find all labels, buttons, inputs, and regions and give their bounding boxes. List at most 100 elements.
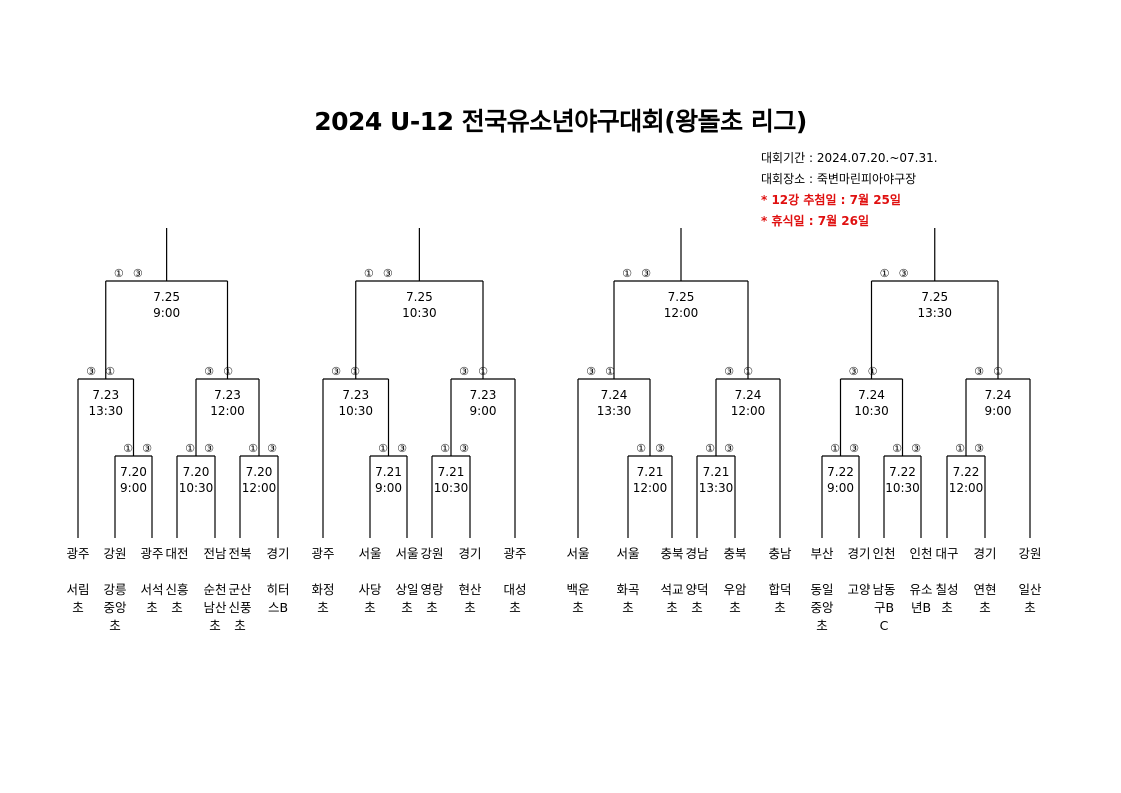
semifinal-match-date: 7.24: [735, 388, 762, 402]
first-round-match-marker-right: ③: [459, 442, 469, 455]
semifinal-match-marker-left: ③: [724, 365, 734, 378]
draw-date-note: * 12강 추첨일 : 7월 25일: [761, 193, 901, 207]
team-region: 충북: [660, 546, 684, 561]
semifinal-match-marker-right: ①: [868, 365, 878, 378]
first-round-match-marker-right: ③: [397, 442, 407, 455]
semifinal-match-time: 13:30: [597, 404, 632, 418]
team-school: 칠성초: [935, 582, 959, 615]
first-round-match-time: 9:00: [375, 481, 402, 495]
final-match-marker-right: ③: [899, 267, 909, 280]
team-region: 경기: [973, 546, 997, 561]
first-round-match-marker-right: ③: [724, 442, 734, 455]
team-school: 석교초: [660, 582, 684, 615]
first-round-match-date: 7.22: [827, 465, 854, 479]
semifinal-match-date: 7.23: [92, 388, 119, 402]
final-match-time: 9:00: [153, 306, 180, 320]
final-match-date: 7.25: [921, 290, 948, 304]
team-school: 군산신풍초: [228, 582, 252, 633]
final-match-marker-right: ③: [133, 267, 143, 280]
semifinal-match-time: 10:30: [854, 404, 889, 418]
first-round-match-marker-left: ①: [636, 442, 646, 455]
team-school: 양덕초: [685, 582, 709, 615]
team-region: 서울: [358, 546, 382, 561]
team-school: 서석초: [140, 582, 164, 615]
semifinal-match-time: 12:00: [210, 404, 245, 418]
semifinal-match-marker-right: ①: [105, 365, 115, 378]
final-match-time: 10:30: [402, 306, 437, 320]
first-round-match-marker-right: ③: [911, 442, 921, 455]
semifinal-match-time: 9:00: [985, 404, 1012, 418]
team-school: 서림초: [66, 582, 90, 615]
first-round-match-date: 7.22: [953, 465, 980, 479]
team-school: 히터스B: [266, 582, 290, 615]
team-school: 합덕초: [768, 582, 792, 615]
final-match-time: 12:00: [664, 306, 699, 320]
first-round-match-marker-left: ①: [955, 442, 965, 455]
team-region: 대전: [165, 546, 189, 561]
final-match-time: 13:30: [917, 306, 952, 320]
team-region: 경기: [458, 546, 482, 561]
semifinal-match-date: 7.24: [985, 388, 1012, 402]
semifinal-match-marker-left: ③: [586, 365, 596, 378]
final-match-marker-right: ③: [383, 267, 393, 280]
first-round-match-date: 7.22: [889, 465, 916, 479]
team-school: 상일초: [395, 582, 419, 615]
team-region: 서울: [616, 546, 640, 561]
team-region: 강원: [1018, 546, 1042, 561]
first-round-match-time: 12:00: [242, 481, 277, 495]
team-region: 전남: [203, 546, 227, 561]
team-region: 충남: [768, 546, 792, 561]
team-school: 현산초: [458, 582, 482, 615]
final-match-marker-left: ①: [114, 267, 124, 280]
team-region: 광주: [66, 546, 90, 561]
semifinal-match-time: 9:00: [470, 404, 497, 418]
team-region: 전북: [228, 546, 252, 561]
team-school: 사당초: [358, 582, 382, 615]
page-title: 2024 U-12 전국유소년야구대회(왕돌초 리그): [314, 107, 807, 136]
semifinal-match-time: 10:30: [338, 404, 373, 418]
final-match-marker-left: ①: [364, 267, 374, 280]
final-match-date: 7.25: [153, 290, 180, 304]
first-round-match-time: 13:30: [699, 481, 734, 495]
team-region: 부산: [810, 546, 834, 561]
team-school: 강릉중앙초: [103, 582, 127, 633]
team-region: 강원: [103, 546, 127, 561]
first-round-match-time: 12:00: [949, 481, 984, 495]
team-region: 대구: [935, 546, 959, 561]
first-round-match-marker-left: ①: [830, 442, 840, 455]
team-region: 서울: [395, 546, 419, 561]
team-region: 광주: [311, 546, 335, 561]
first-round-match-date: 7.21: [438, 465, 465, 479]
first-round-match-marker-right: ③: [655, 442, 665, 455]
first-round-match-marker-left: ①: [378, 442, 388, 455]
team-region: 경기: [266, 546, 290, 561]
team-region: 경기: [847, 546, 871, 561]
first-round-match-marker-left: ①: [248, 442, 258, 455]
first-round-match-marker-right: ③: [267, 442, 277, 455]
team-school: 영랑초: [420, 582, 444, 615]
semifinal-match-date: 7.23: [470, 388, 497, 402]
first-round-match-marker-left: ①: [705, 442, 715, 455]
first-round-match-marker-left: ①: [892, 442, 902, 455]
team-region: 경남: [685, 546, 709, 561]
